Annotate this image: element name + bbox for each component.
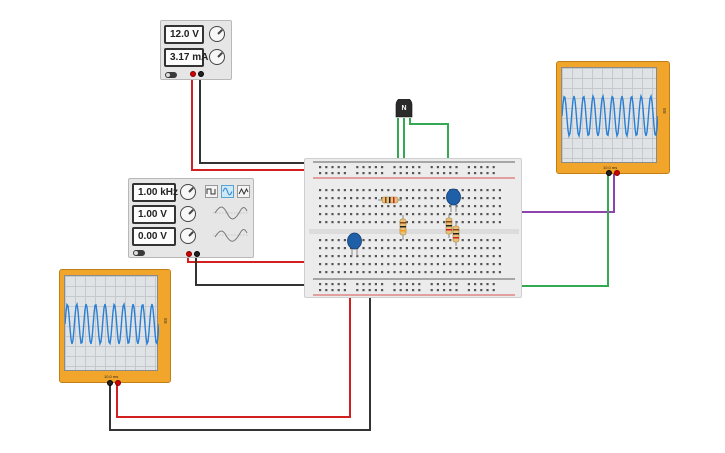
scope-output-side-label: ≡≡ [661, 108, 667, 114]
psu-negative-terminal[interactable] [198, 71, 204, 77]
scope-input-side-label: ≡≡ [162, 318, 168, 324]
transistor-body-icon [395, 99, 413, 118]
wire-psu-positive[interactable] [191, 76, 322, 171]
function-generator[interactable]: 1.00 kHz 1.00 V 0.00 V [128, 178, 254, 258]
wire-scope1-negative[interactable] [109, 287, 371, 431]
frequency-readout: 1.00 kHz [132, 183, 178, 202]
amplitude-readout: 1.00 V [132, 205, 176, 224]
oscilloscope-input[interactable]: ≡≡ 10.0 ms [59, 269, 171, 386]
breadboard-holes [309, 161, 519, 296]
voltage-knob[interactable] [209, 26, 225, 42]
voltage-readout: 12.0 V [164, 25, 204, 44]
transistor-label: N [401, 105, 407, 112]
wire-transistor-collector[interactable] [409, 118, 449, 190]
current-knob[interactable] [209, 49, 225, 65]
scope-output-trace [562, 93, 658, 139]
square-wave-icon [206, 188, 216, 195]
triangle-wave-icon [238, 187, 249, 196]
wire-fg-negative[interactable] [195, 255, 322, 286]
oscilloscope-output[interactable]: ≡≡ 10.0 ms [556, 61, 670, 176]
fg-negative-terminal[interactable] [194, 251, 200, 257]
waveform-square-button[interactable] [205, 185, 218, 198]
amplitude-knob[interactable] [180, 206, 196, 222]
scope-input-scale: 10.0 ms [104, 374, 119, 379]
fg-positive-terminal[interactable] [186, 251, 192, 257]
transistor[interactable]: N [394, 99, 414, 119]
dc-power-supply[interactable]: 12.0 V 3.17 mA [160, 20, 232, 80]
sine-wave-icon [222, 187, 233, 196]
waveform-triangle-button[interactable] [237, 185, 250, 198]
amplitude-wave-icon [213, 206, 249, 220]
scope-input-trace [65, 301, 159, 347]
offset-wave-icon [213, 229, 249, 242]
scope-output-screen [561, 67, 658, 163]
offset-readout: 0.00 V [132, 227, 176, 246]
waveform-sine-button[interactable] [221, 185, 234, 198]
breadboard[interactable] [304, 158, 522, 298]
scope-input-screen [64, 275, 159, 371]
scope-output-negative-terminal[interactable] [606, 170, 612, 176]
wire-scope2-ground[interactable] [512, 172, 609, 287]
scope-output-positive-terminal[interactable] [614, 170, 620, 176]
wire-psu-negative[interactable] [199, 76, 322, 164]
wire-scope1-positive[interactable] [116, 262, 351, 418]
current-readout: 3.17 mA [164, 48, 208, 67]
scope-output-scale: 10.0 ms [603, 165, 618, 170]
scope-input-negative-terminal[interactable] [107, 380, 113, 386]
psu-positive-terminal[interactable] [190, 71, 196, 77]
scope-input-positive-terminal[interactable] [115, 380, 121, 386]
power-toggle[interactable] [165, 72, 177, 78]
fg-power-toggle[interactable] [133, 250, 145, 256]
frequency-knob[interactable] [180, 184, 196, 200]
offset-knob[interactable] [180, 228, 196, 244]
